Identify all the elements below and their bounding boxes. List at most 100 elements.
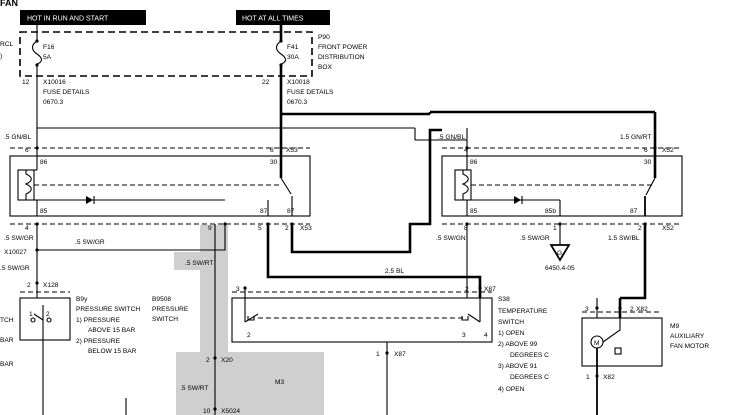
svg-text:9: 9 [208, 225, 212, 232]
svg-text:X87: X87 [394, 351, 406, 358]
fuse-box-outline [19, 31, 313, 77]
svg-text:6: 6 [25, 147, 29, 154]
svg-text:TEMPERATURE: TEMPERATURE [498, 308, 548, 315]
svg-text:87: 87 [630, 208, 638, 215]
pressure-switch-b9508: B9508 PRESSURE SWITCH [152, 296, 189, 323]
svg-text:5: 5 [258, 225, 262, 232]
connector-label: X20 [221, 357, 233, 364]
svg-text:S38: S38 [498, 296, 510, 303]
header-hot-at-all-times: HOT AT ALL TIMES [236, 10, 330, 25]
left-edge-label: RCL [0, 41, 14, 48]
wire-label: .5 SW/GR [0, 265, 30, 272]
connector-label: X10027 [4, 249, 27, 256]
svg-text:X53: X53 [286, 147, 298, 154]
svg-text:30A: 30A [287, 54, 299, 61]
svg-text:4: 4 [464, 147, 468, 154]
fuse-box-name: DISTRIBUTION [318, 54, 365, 61]
svg-text:DEGREES C: DEGREES C [510, 374, 549, 381]
relay-k22: .5 GN/BL 6 6 X53 86 85 30 87 87 4 9 5 [4, 134, 312, 232]
shaded-region [174, 225, 324, 415]
svg-text:PRESSURE: PRESSURE [152, 306, 189, 313]
fuse-box-name: FRONT POWER [318, 44, 368, 51]
svg-text:85: 85 [470, 208, 478, 215]
svg-text:22: 22 [262, 79, 270, 86]
wire-sw-bl [620, 224, 647, 300]
svg-text:1) OPEN: 1) OPEN [498, 330, 525, 337]
pressure-switch-b9y: 2 X128 TCH BAR BAR 1 2 B9y PRESSURE SWIT… [0, 281, 140, 415]
svg-text:1: 1 [376, 351, 380, 358]
wire-label: .5 SW/GR [4, 235, 34, 242]
svg-text:3: 3 [585, 306, 589, 313]
svg-text:M9: M9 [670, 323, 679, 330]
svg-text:1: 1 [586, 374, 590, 381]
wire-label: .5 SW/RT [180, 385, 208, 392]
fuse-box-id: P90 [318, 34, 330, 41]
aux-fan-motor-m9: 3 2 X82 M 1 X82 M9 AUXILIARY FAN MOTOR [581, 298, 709, 415]
svg-text:0670.3: 0670.3 [287, 99, 308, 106]
svg-text:30: 30 [270, 159, 278, 166]
svg-text:B9508: B9508 [152, 296, 171, 303]
svg-text:X82: X82 [636, 306, 648, 313]
wire-label: .5 SW/RT [185, 260, 213, 267]
header-hot-in-run: HOT IN RUN AND START [20, 10, 146, 25]
svg-text:.5 GN/BL: .5 GN/BL [438, 134, 465, 141]
svg-text:30: 30 [644, 159, 652, 166]
svg-text:3) ABOVE 91: 3) ABOVE 91 [498, 363, 538, 370]
svg-text:6450.4-05: 6450.4-05 [545, 265, 575, 272]
fuse-f41: F41 30A 22 X10018 FUSE DETAILS 0670.3 [262, 25, 334, 156]
svg-text:0670.3: 0670.3 [43, 99, 64, 106]
svg-text:4) OPEN: 4) OPEN [498, 386, 525, 393]
svg-text:6: 6 [270, 147, 274, 154]
svg-text:2: 2 [465, 286, 469, 293]
svg-text:8: 8 [464, 225, 468, 232]
svg-text:6: 6 [644, 147, 648, 154]
relay-k21: .5 GN/BL 4 1.5 GN/RT 6 X52 86 85 85b 30 … [438, 134, 683, 232]
svg-text:X52: X52 [662, 147, 674, 154]
wire-k22-k21 [290, 128, 442, 254]
svg-text:BAR: BAR [0, 361, 14, 368]
svg-text:86: 86 [40, 159, 48, 166]
pin-label: 10 [203, 408, 211, 415]
svg-text:TCH: TCH [0, 317, 14, 324]
svg-text:87: 87 [287, 208, 295, 215]
svg-text:SWITCH: SWITCH [152, 316, 178, 323]
svg-text:X10018: X10018 [287, 79, 310, 86]
diagram-title-fragment: FAN [0, 0, 18, 8]
svg-text:BAR: BAR [0, 337, 14, 344]
svg-text:FAN MOTOR: FAN MOTOR [670, 343, 709, 350]
svg-text:BELOW 15 BAR: BELOW 15 BAR [88, 348, 137, 355]
svg-text:87: 87 [260, 208, 268, 215]
svg-text:FUSE DETAILS: FUSE DETAILS [287, 89, 334, 96]
svg-text:X128: X128 [43, 282, 59, 289]
wire-sw-gr-mid [37, 224, 226, 251]
svg-text:X10016: X10016 [43, 79, 66, 86]
connector-label: X5024 [221, 408, 240, 415]
fuse-box-name: BOX [318, 64, 333, 71]
svg-text:4: 4 [484, 332, 488, 339]
svg-text:B9y: B9y [76, 296, 88, 303]
svg-text:2: 2 [27, 282, 31, 289]
svg-text:1.5 GN/RT: 1.5 GN/RT [620, 134, 651, 141]
wire-label: .5 SW/GR [520, 235, 550, 242]
svg-text:PRESSURE SWITCH: PRESSURE SWITCH [76, 306, 140, 313]
module-label: M3 [275, 379, 284, 386]
svg-text:1: 1 [553, 225, 557, 232]
svg-text:2: 2 [285, 225, 289, 232]
svg-text:2: 2 [46, 311, 50, 318]
svg-text:1) PRESSURE: 1) PRESSURE [76, 317, 121, 324]
ground-symbol: G 6450.4-05 [545, 244, 575, 272]
svg-text:X52: X52 [662, 225, 674, 232]
motor-symbol-m: M [594, 340, 600, 347]
svg-text:HOT IN RUN AND START: HOT IN RUN AND START [27, 16, 109, 23]
svg-text:12: 12 [22, 79, 30, 86]
svg-text:X53: X53 [300, 225, 312, 232]
svg-text:ABOVE 15 BAR: ABOVE 15 BAR [88, 327, 136, 334]
svg-text:1: 1 [29, 311, 33, 318]
svg-text:4: 4 [25, 225, 29, 232]
svg-text:X87: X87 [484, 286, 496, 293]
left-edge-label: ) [0, 53, 2, 60]
svg-text:2: 2 [638, 225, 642, 232]
wire-label: 2.5 BL [385, 268, 404, 275]
svg-text:HOT AT ALL TIMES: HOT AT ALL TIMES [242, 16, 304, 23]
